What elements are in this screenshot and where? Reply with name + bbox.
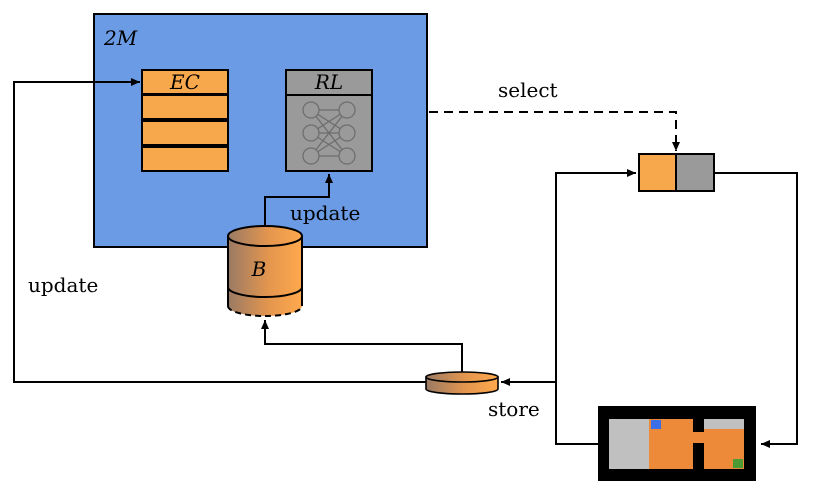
update-arrow-rl [264, 174, 333, 226]
update-label-left: update [28, 273, 98, 297]
update-arrow-ec [13, 78, 426, 383]
rl-box [285, 69, 373, 172]
maze-wall [609, 419, 649, 469]
agent-marker [651, 420, 661, 429]
ec-label: EC [169, 70, 200, 94]
model-label: 2M [103, 26, 138, 50]
rl-module: RL [285, 69, 373, 172]
select-arrow [429, 111, 680, 151]
store-label: store [488, 397, 540, 421]
store-to-buffer-arrow [261, 320, 463, 374]
select-label: select [498, 78, 558, 102]
action-arrow [714, 172, 798, 448]
rl-label: RL [314, 70, 343, 94]
neural-network-icon [302, 101, 356, 165]
observation-arrow [555, 169, 636, 445]
ec-slot [141, 146, 229, 172]
update-label-top: update [290, 201, 360, 225]
gridworld-maze [598, 406, 756, 481]
buffer-cylinder: B [227, 225, 303, 317]
maze-floor [693, 432, 704, 443]
ec-slot [141, 94, 229, 120]
selector-ec-cell [638, 153, 677, 192]
goal-marker [733, 459, 743, 468]
maze-wall [704, 419, 744, 429]
buffer-label: B [251, 257, 267, 281]
two-cell-selector [638, 153, 715, 192]
disc-cylinder-icon [425, 371, 499, 395]
selector-rl-cell [675, 153, 715, 192]
ec-slot [141, 120, 229, 146]
ec-module: EC [141, 69, 229, 172]
